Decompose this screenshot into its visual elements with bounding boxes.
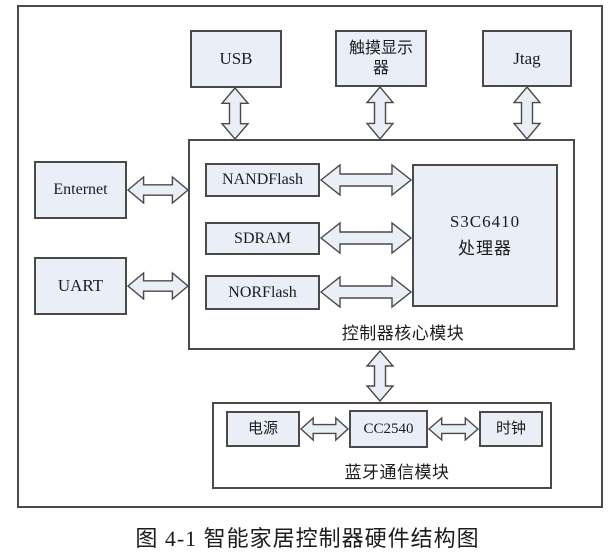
enternet-label: Enternet xyxy=(53,181,108,198)
bluetooth-module-label: 蓝牙通信模块 xyxy=(344,463,450,482)
double-arrow-usb-core xyxy=(220,86,250,141)
core-module-label: 控制器核心模块 xyxy=(341,324,465,343)
norflash-label: NORFlash xyxy=(228,283,297,301)
core-module-box xyxy=(188,139,575,350)
double-arrow-norflash-processor xyxy=(319,275,413,309)
nandflash-label: NANDFlash xyxy=(222,171,303,188)
figure-caption: 图 4-1 智能家居控制器硬件结构图 xyxy=(135,526,480,551)
uart-label: UART xyxy=(57,276,104,296)
jtag-label: Jtag xyxy=(513,48,541,68)
double-arrow-cc2540-clock xyxy=(427,416,480,442)
double-arrow-power-cc2540 xyxy=(299,416,350,442)
double-arrow-nandflash-processor xyxy=(319,163,413,197)
double-arrow-enternet-core xyxy=(126,175,190,205)
clock-box: 时钟 xyxy=(479,411,543,447)
sdram-box: SDRAM xyxy=(205,222,320,255)
touch-display-box: 触摸显示器 xyxy=(335,30,427,87)
uart-box: UART xyxy=(34,257,127,315)
cc2540-box: CC2540 xyxy=(349,410,428,448)
norflash-box: NORFlash xyxy=(205,275,320,310)
power-label: 电源 xyxy=(247,420,278,437)
processor-name-label: 处理器 xyxy=(458,238,512,258)
cc2540-label: CC2540 xyxy=(363,420,414,437)
double-arrow-sdram-processor xyxy=(319,221,413,255)
jtag-box: Jtag xyxy=(482,30,572,87)
enternet-box: Enternet xyxy=(34,161,127,219)
double-arrow-touchdisplay-core xyxy=(365,85,395,141)
processor-box: S3C6410 处理器 xyxy=(412,164,558,307)
processor-model-label: S3C6410 xyxy=(449,212,521,232)
clock-label: 时钟 xyxy=(495,420,526,437)
usb-box: USB xyxy=(190,30,282,88)
power-box: 电源 xyxy=(226,411,300,447)
double-arrow-jtag-core xyxy=(512,85,542,141)
double-arrow-core-bluetooth xyxy=(365,349,395,403)
bluetooth-module-box xyxy=(212,402,552,489)
nandflash-box: NANDFlash xyxy=(205,163,320,197)
double-arrow-uart-core xyxy=(126,271,190,301)
outer-border xyxy=(17,5,603,508)
usb-label: USB xyxy=(219,49,253,69)
touch-display-label: 触摸显示器 xyxy=(348,39,413,77)
sdram-label: SDRAM xyxy=(234,229,291,247)
